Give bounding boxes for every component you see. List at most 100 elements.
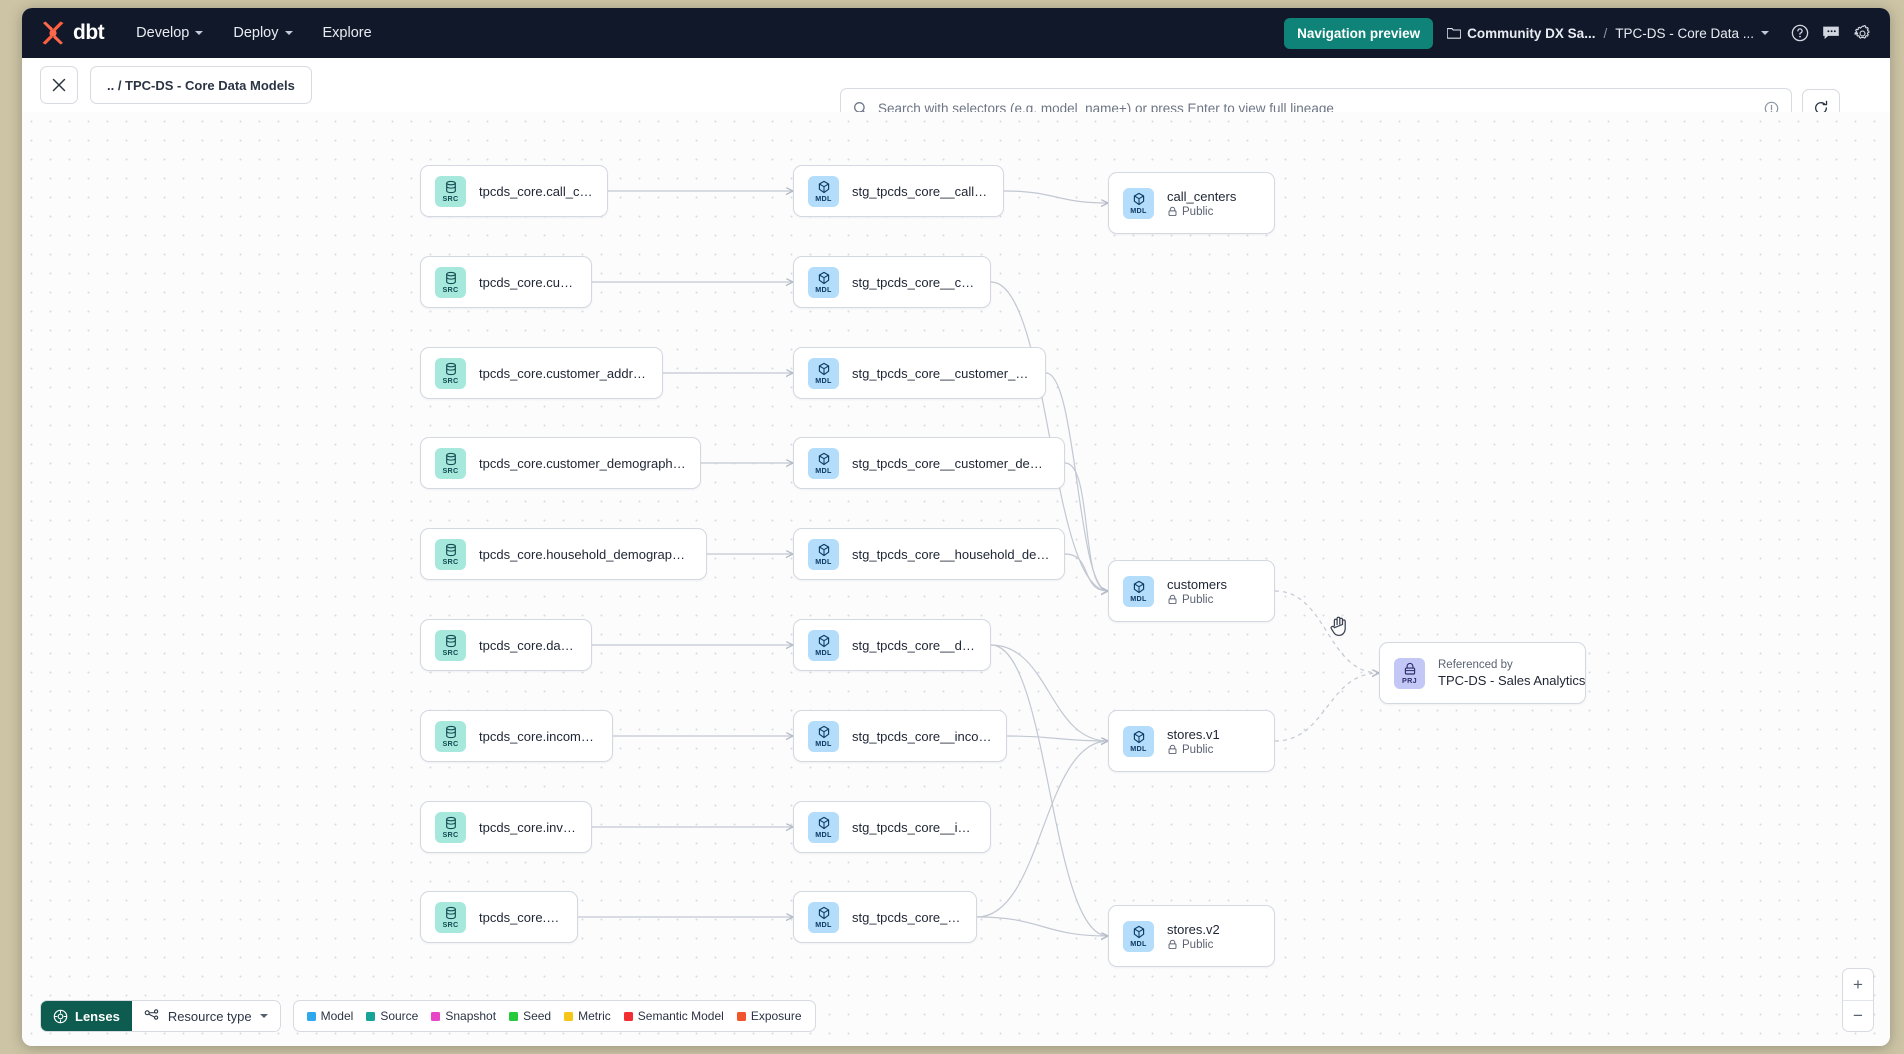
model-cube-icon <box>817 634 831 648</box>
folder-icon <box>1447 28 1462 39</box>
navigation-preview-button[interactable]: Navigation preview <box>1284 17 1434 49</box>
node-title: stg_tpcds_core__inventory <box>852 819 976 835</box>
lineage-node-s5[interactable]: SRC tpcds_core.household_demographics <box>420 528 707 580</box>
node-text: stg_tpcds_core__customer_demogra... <box>852 456 1050 471</box>
node-type-badge: MDL <box>808 266 839 298</box>
node-access-label: Public <box>1182 205 1214 218</box>
lineage-node-m5[interactable]: MDLstg_tpcds_core__household_demogr... <box>793 528 1065 580</box>
source-icon <box>444 725 458 739</box>
node-title: tpcds_core.date_dim <box>479 637 577 653</box>
node-type-badge-label: MDL <box>815 193 832 203</box>
source-icon <box>444 816 458 830</box>
node-title: tpcds_core.household_demographics <box>479 546 692 562</box>
node-type-badge: MDL <box>808 357 839 389</box>
lineage-edge <box>1274 590 1379 673</box>
refresh-icon <box>1815 100 1828 114</box>
legend-item[interactable]: Metric <box>564 1009 611 1023</box>
lineage-breadcrumb-pill[interactable]: .. / TPC-DS - Core Data Models <box>90 66 312 104</box>
lineage-node-s8[interactable]: SRC tpcds_core.inventory <box>420 801 592 853</box>
lineage-node-m4[interactable]: MDL stg_tpcds_core__customer_demogra... <box>793 437 1065 489</box>
legend-item[interactable]: Seed <box>509 1009 551 1023</box>
legend-item[interactable]: Semantic Model <box>623 1009 724 1023</box>
node-title: stg_tpcds_core__customer_address <box>852 365 1031 381</box>
node-type-badge: MDL <box>808 901 839 933</box>
lineage-node-m3[interactable]: MDL stg_tpcds_core__customer_address <box>793 347 1046 399</box>
node-text: tpcds_core.inventory <box>479 820 577 835</box>
model-cube-icon <box>1132 925 1146 939</box>
node-type-badge-label: MDL <box>815 647 832 657</box>
node-type-badge: SRC <box>435 720 466 752</box>
legend-swatch-icon <box>366 1011 376 1021</box>
lineage-edge <box>1006 735 1108 741</box>
node-title: tpcds_core.customer_demographics <box>479 455 686 471</box>
lineage-node-m8[interactable]: MDL stg_tpcds_core__inventory <box>793 801 991 853</box>
breadcrumb-environment[interactable]: TPC-DS - Core Data ... <box>1615 26 1769 41</box>
lenses-button-label: Lenses <box>75 1008 120 1024</box>
node-type-badge-label: MDL <box>815 465 832 475</box>
node-access: Public <box>1167 744 1220 756</box>
lineage-node-m2[interactable]: MDL stg_tpcds_core__customer <box>793 256 991 308</box>
feedback-icon[interactable] <box>1822 25 1840 42</box>
lineage-bottom-bar: Lenses Resource type Model Source Snapshot… <box>40 1000 816 1032</box>
node-text: tpcds_core.household_demographics <box>479 547 692 562</box>
lenses-button[interactable]: Lenses <box>41 1001 132 1031</box>
resource-type-dropdown[interactable]: Resource type <box>131 1001 280 1031</box>
legend-item-label: Model <box>320 1009 354 1023</box>
legend-item[interactable]: Snapshot <box>431 1009 496 1023</box>
chevron-down-icon <box>284 31 293 35</box>
node-type-badge-label: SRC <box>442 919 459 929</box>
help-circle-icon[interactable] <box>1791 24 1809 42</box>
node-title: stg_tpcds_core__income_band <box>852 728 992 744</box>
nav-link-deploy[interactable]: Deploy <box>233 25 293 41</box>
nav-link-develop-label: Develop <box>136 25 190 41</box>
nav-link-develop[interactable]: Develop <box>136 25 204 41</box>
model-cube-icon <box>817 180 831 194</box>
node-title: stores.v2 <box>1167 921 1220 937</box>
lineage-canvas[interactable]: SRCtpcds_core.call_centerSRCtpcds_core.c… <box>22 112 1890 1046</box>
lineage-node-s9[interactable]: SRC tpcds_core.store <box>420 891 578 943</box>
node-type-badge-label: MDL <box>815 829 832 839</box>
resource-type-legend: Model Source Snapshot Seed Metric Semantic Mo… <box>292 1000 816 1032</box>
node-title: stg_tpcds_core__customer_demogra... <box>852 455 1050 471</box>
zoom-in-button[interactable]: + <box>1853 974 1863 994</box>
search-input[interactable] <box>878 100 1754 116</box>
dbt-logo[interactable]: dbt <box>40 21 105 45</box>
node-type-badge: SRC <box>435 538 466 570</box>
node-type-badge: MDL <box>808 447 839 479</box>
node-type-badge: SRC <box>435 811 466 843</box>
legend-item[interactable]: Exposure <box>736 1009 802 1023</box>
legend-swatch-icon <box>564 1011 574 1021</box>
model-cube-icon <box>817 452 831 466</box>
legend-item[interactable]: Model <box>306 1009 354 1023</box>
node-title: tpcds_core.store <box>479 909 563 925</box>
node-title: stg_tpcds_core__date_dim <box>852 637 976 653</box>
close-lineage-button[interactable] <box>40 66 78 104</box>
lineage-node-m6[interactable]: MDL stg_tpcds_core__date_dim <box>793 619 991 671</box>
breadcrumb-project[interactable]: Community DX Sa... <box>1447 26 1595 41</box>
node-type-badge-label: MDL <box>1130 938 1147 948</box>
model-cube-icon <box>817 271 831 285</box>
node-title: tpcds_core.customer_address <box>479 365 648 381</box>
nav-link-explore[interactable]: Explore <box>323 25 372 41</box>
node-type-badge: SRC <box>435 901 466 933</box>
node-type-badge-label: MDL <box>1130 593 1147 603</box>
legend-item[interactable]: Source <box>366 1009 418 1023</box>
node-text: stg_tpcds_core__customer <box>852 275 976 290</box>
gear-icon[interactable] <box>1853 24 1872 43</box>
zoom-out-button[interactable]: − <box>1843 1000 1873 1031</box>
